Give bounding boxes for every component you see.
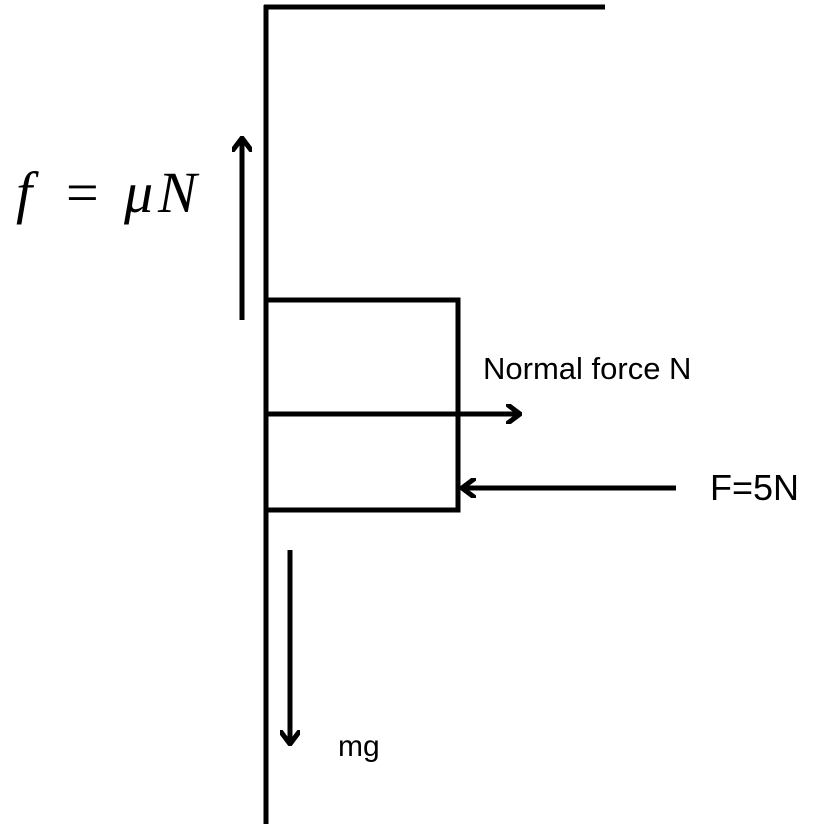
friction-f-symbol: f bbox=[16, 160, 39, 225]
weight-label: mg bbox=[338, 730, 380, 763]
friction-label: f = μ N bbox=[16, 160, 200, 225]
block bbox=[263, 297, 461, 513]
friction-mu-symbol: μ bbox=[123, 160, 153, 225]
friction-equals-sign: = bbox=[66, 160, 99, 225]
applied-force-label: F=5N bbox=[710, 467, 799, 508]
friction-N-symbol: N bbox=[157, 160, 200, 225]
normal-force-label: Normal force N bbox=[483, 351, 691, 386]
